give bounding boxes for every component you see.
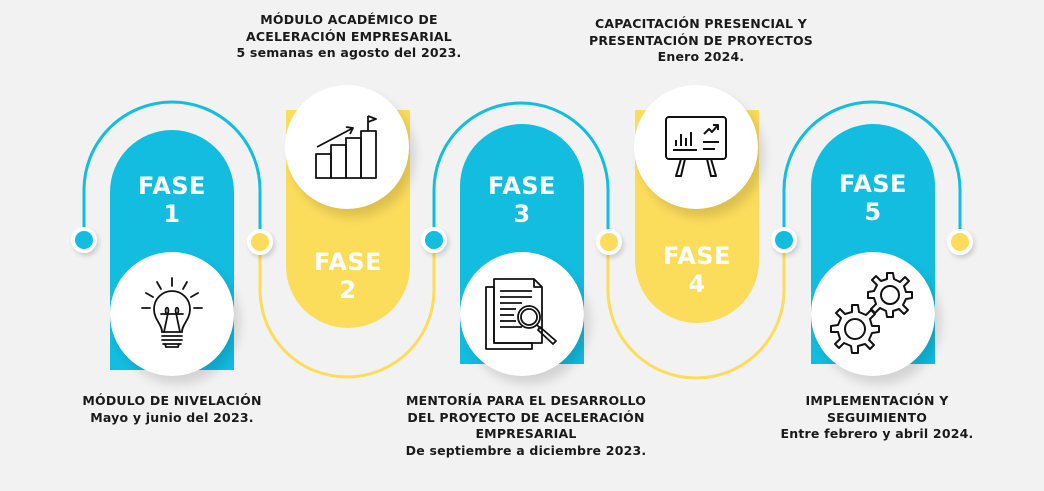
phase-1-title: MÓDULO DE NIVELACIÓN: [82, 393, 262, 408]
phase-5-dates: Entre febrero y abril 2024.: [780, 426, 974, 441]
presentation-board-icon: [665, 116, 727, 177]
phase-4-left-dot: [596, 229, 622, 255]
phase-1-icon-circle: [110, 252, 234, 376]
lightbulb-icon: [141, 277, 203, 348]
phase-2-icon-circle: [285, 85, 409, 209]
phase-5-caption: IMPLEMENTACIÓN Y SEGUIMIENTO Entre febre…: [760, 393, 994, 443]
phase-2-title: MÓDULO ACADÉMICO DE ACELERACIÓN EMPRESAR…: [246, 12, 452, 44]
growth-chart-icon: [315, 115, 377, 179]
phase-5-icon-circle: [811, 252, 935, 376]
phase-2-left-dot: [247, 229, 273, 255]
phase-4-caption: CAPACITACIÓN PRESENCIAL Y PRESENTACIÓN D…: [576, 16, 826, 66]
phase-1-left-dot: [71, 227, 97, 253]
phase-1-dates: Mayo y junio del 2023.: [90, 409, 254, 425]
phase-1-caption: MÓDULO DE NIVELACIÓN Mayo y junio del 20…: [60, 393, 284, 426]
phase-3-title: MENTORÍA PARA EL DESARROLLO DEL PROYECTO…: [405, 393, 647, 441]
phase-2-caption: MÓDULO ACADÉMICO DE ACELERACIÓN EMPRESAR…: [224, 12, 474, 62]
gears-icon: [830, 272, 913, 354]
phase-4-icon-circle: [634, 85, 758, 209]
phase-4-dates: Enero 2024.: [657, 49, 745, 64]
document-search-icon: [485, 278, 557, 350]
phase-3-icon-circle: [460, 252, 584, 376]
phase-4-title: CAPACITACIÓN PRESENCIAL Y PRESENTACIÓN D…: [589, 16, 813, 48]
phase-3-dates: De septiembre a diciembre 2023.: [405, 442, 647, 458]
phase-3-caption: MENTORÍA PARA EL DESARROLLO DEL PROYECTO…: [396, 393, 656, 459]
phase-3-left-dot: [421, 227, 447, 253]
phase-5-title: IMPLEMENTACIÓN Y SEGUIMIENTO: [805, 393, 949, 425]
phase-2-dates: 5 semanas en agosto del 2023.: [236, 45, 462, 60]
phase-5-right-dot: [947, 229, 973, 255]
phase-5-left-dot: [771, 227, 797, 253]
